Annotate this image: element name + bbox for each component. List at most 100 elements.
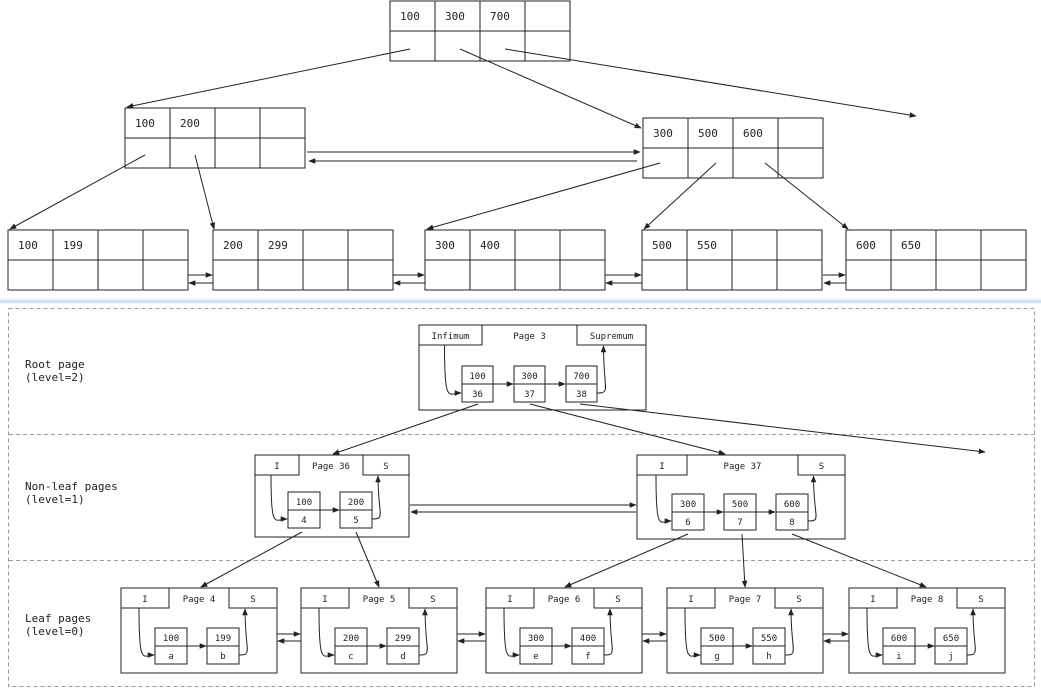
nonleaf-page-36-record-key: 100	[296, 498, 312, 508]
levels-frame	[8, 308, 1035, 687]
leaf-page-1-record-value: b	[220, 652, 225, 662]
edge-page3-page36	[332, 403, 479, 455]
level-subtitle: (level=1)	[25, 493, 85, 506]
leaf-page-3-supremum-pointer	[603, 608, 613, 656]
leaf-page-4-supremum-label: S	[796, 595, 801, 605]
leaf-page-5-record-value: j	[948, 652, 953, 662]
root-page-supremum-label: Supremum	[590, 332, 633, 342]
leaf-node-5-key: 650	[901, 239, 921, 252]
edge-internal-leaf-1	[9, 154, 146, 230]
nonleaf-page-37-record-value: 6	[685, 518, 690, 528]
root-page-infimum-pointer	[444, 344, 462, 396]
edge-page3-page37	[529, 403, 726, 456]
internal-node-2-key: 600	[743, 127, 763, 140]
leaf-page-2-record-value: d	[400, 652, 405, 662]
nonleaf-page-36-infimum-pointer	[270, 474, 288, 522]
leaf-node-5-key: 600	[856, 239, 876, 252]
leaf-page-1-record-value: a	[168, 652, 173, 662]
root-page-supremum-box	[576, 324, 647, 346]
root-page-frame	[418, 324, 647, 411]
edge-page36-page4	[200, 531, 303, 588]
leaf-page-2-title: Page 5	[363, 595, 396, 605]
root-page-record-key: 100	[469, 372, 485, 382]
leaf-node-1-key: 199	[63, 239, 83, 252]
leaf-node-1: 100 199	[7, 229, 189, 291]
leaf-page-4-frame	[666, 587, 824, 674]
leaf-page-4-record-key: 500	[709, 634, 725, 644]
leaf-page-5-supremum-box	[956, 587, 1006, 609]
internal-node-2-key: 500	[698, 127, 718, 140]
level-subtitle: (level=2)	[25, 371, 85, 384]
nonleaf-page-37-record-key: 600	[784, 500, 800, 510]
leaf-page-2-frame	[300, 587, 458, 674]
root-node-key: 700	[490, 10, 510, 23]
nonleaf-page-37-record-value: 8	[789, 518, 794, 528]
edge-internal-leaf-5	[764, 162, 849, 230]
leaf-page-2-infimum-label: I	[322, 595, 327, 605]
nonleaf-page-36-record-value: 4	[301, 516, 306, 526]
edge-page37-page7	[741, 533, 748, 588]
edge-root-internal-2	[459, 48, 642, 129]
leaf-page-3-infimum-box	[485, 587, 535, 609]
leaf-page-5-frame	[848, 587, 1006, 674]
leaf-page-1-supremum-label: S	[250, 595, 255, 605]
leaf-page-3-record-key: 300	[528, 634, 544, 644]
leaf-page-1-frame	[120, 587, 278, 674]
leaf-page-3-title: Page 6	[548, 595, 581, 605]
leaf-page-4-infimum-label: I	[688, 595, 693, 605]
leaf-page-1-title: Page 4	[183, 595, 216, 605]
leaf-page-5-infimum-box	[848, 587, 898, 609]
leaf-page-2-infimum-pointer	[318, 607, 335, 658]
leaf-page-5-record-key: 650	[943, 634, 959, 644]
leaf-page-5-title: Page 8	[911, 595, 944, 605]
leaf-page-5-infimum-pointer	[866, 607, 883, 658]
root-page-supremum-pointer	[596, 345, 607, 394]
edge-page3-third-child	[579, 403, 986, 455]
leaf-node-1-key: 100	[18, 239, 38, 252]
leaf-page-1-infimum-pointer	[138, 607, 155, 658]
leaf-node-3-key: 400	[480, 239, 500, 252]
root-page-infimum-label: Infimum	[432, 332, 470, 342]
root-page-record-value: 36	[472, 390, 483, 400]
leaf-page-5-supremum-label: S	[978, 595, 983, 605]
edge-root-internal-1	[126, 48, 411, 109]
leaf-page-2-record-key: 200	[343, 634, 359, 644]
leaf-page-4-record-value: h	[766, 652, 771, 662]
edge-internal-leaf-4	[643, 162, 717, 230]
leaf-page-4-infimum-box	[666, 587, 716, 609]
nonleaf-page-36-title: Page 36	[312, 462, 350, 472]
root-page-record-key: 700	[573, 372, 589, 382]
leaf-node-3-key: 300	[435, 239, 455, 252]
level-label: Non-leaf pages	[25, 480, 118, 493]
leaf-page-2-record-value: c	[348, 652, 353, 662]
nonleaf-page-37-record-key: 500	[732, 500, 748, 510]
nonleaf-page-37-supremum-box	[797, 454, 846, 476]
nonleaf-page-37-title: Page 37	[724, 462, 762, 472]
nonleaf-page-36-supremum-box	[362, 454, 410, 476]
root-page-record-key: 300	[521, 372, 537, 382]
leaf-page-2-supremum-pointer	[418, 608, 428, 656]
nonleaf-page-36-frame	[254, 454, 410, 538]
leaf-page-5-infimum-label: I	[870, 595, 875, 605]
leaf-page-5-supremum-pointer	[966, 608, 976, 656]
level-subtitle: (level=0)	[25, 625, 85, 638]
nonleaf-page-36-record-key: 200	[348, 498, 364, 508]
nonleaf-page-36-record-value: 5	[353, 516, 358, 526]
nonleaf-page-37-record-key: 300	[680, 500, 696, 510]
leaf-page-3-infimum-pointer	[503, 607, 520, 658]
leaf-node-5: 600 650	[845, 229, 1027, 291]
nonleaf-page-36-infimum-label: I	[274, 462, 279, 472]
root-node-key: 100	[400, 10, 420, 23]
root-node-key: 300	[445, 10, 465, 23]
nonleaf-page-37-infimum-box	[636, 454, 688, 476]
edge-root-third-child	[504, 48, 917, 118]
leaf-node-2-key: 200	[223, 239, 243, 252]
